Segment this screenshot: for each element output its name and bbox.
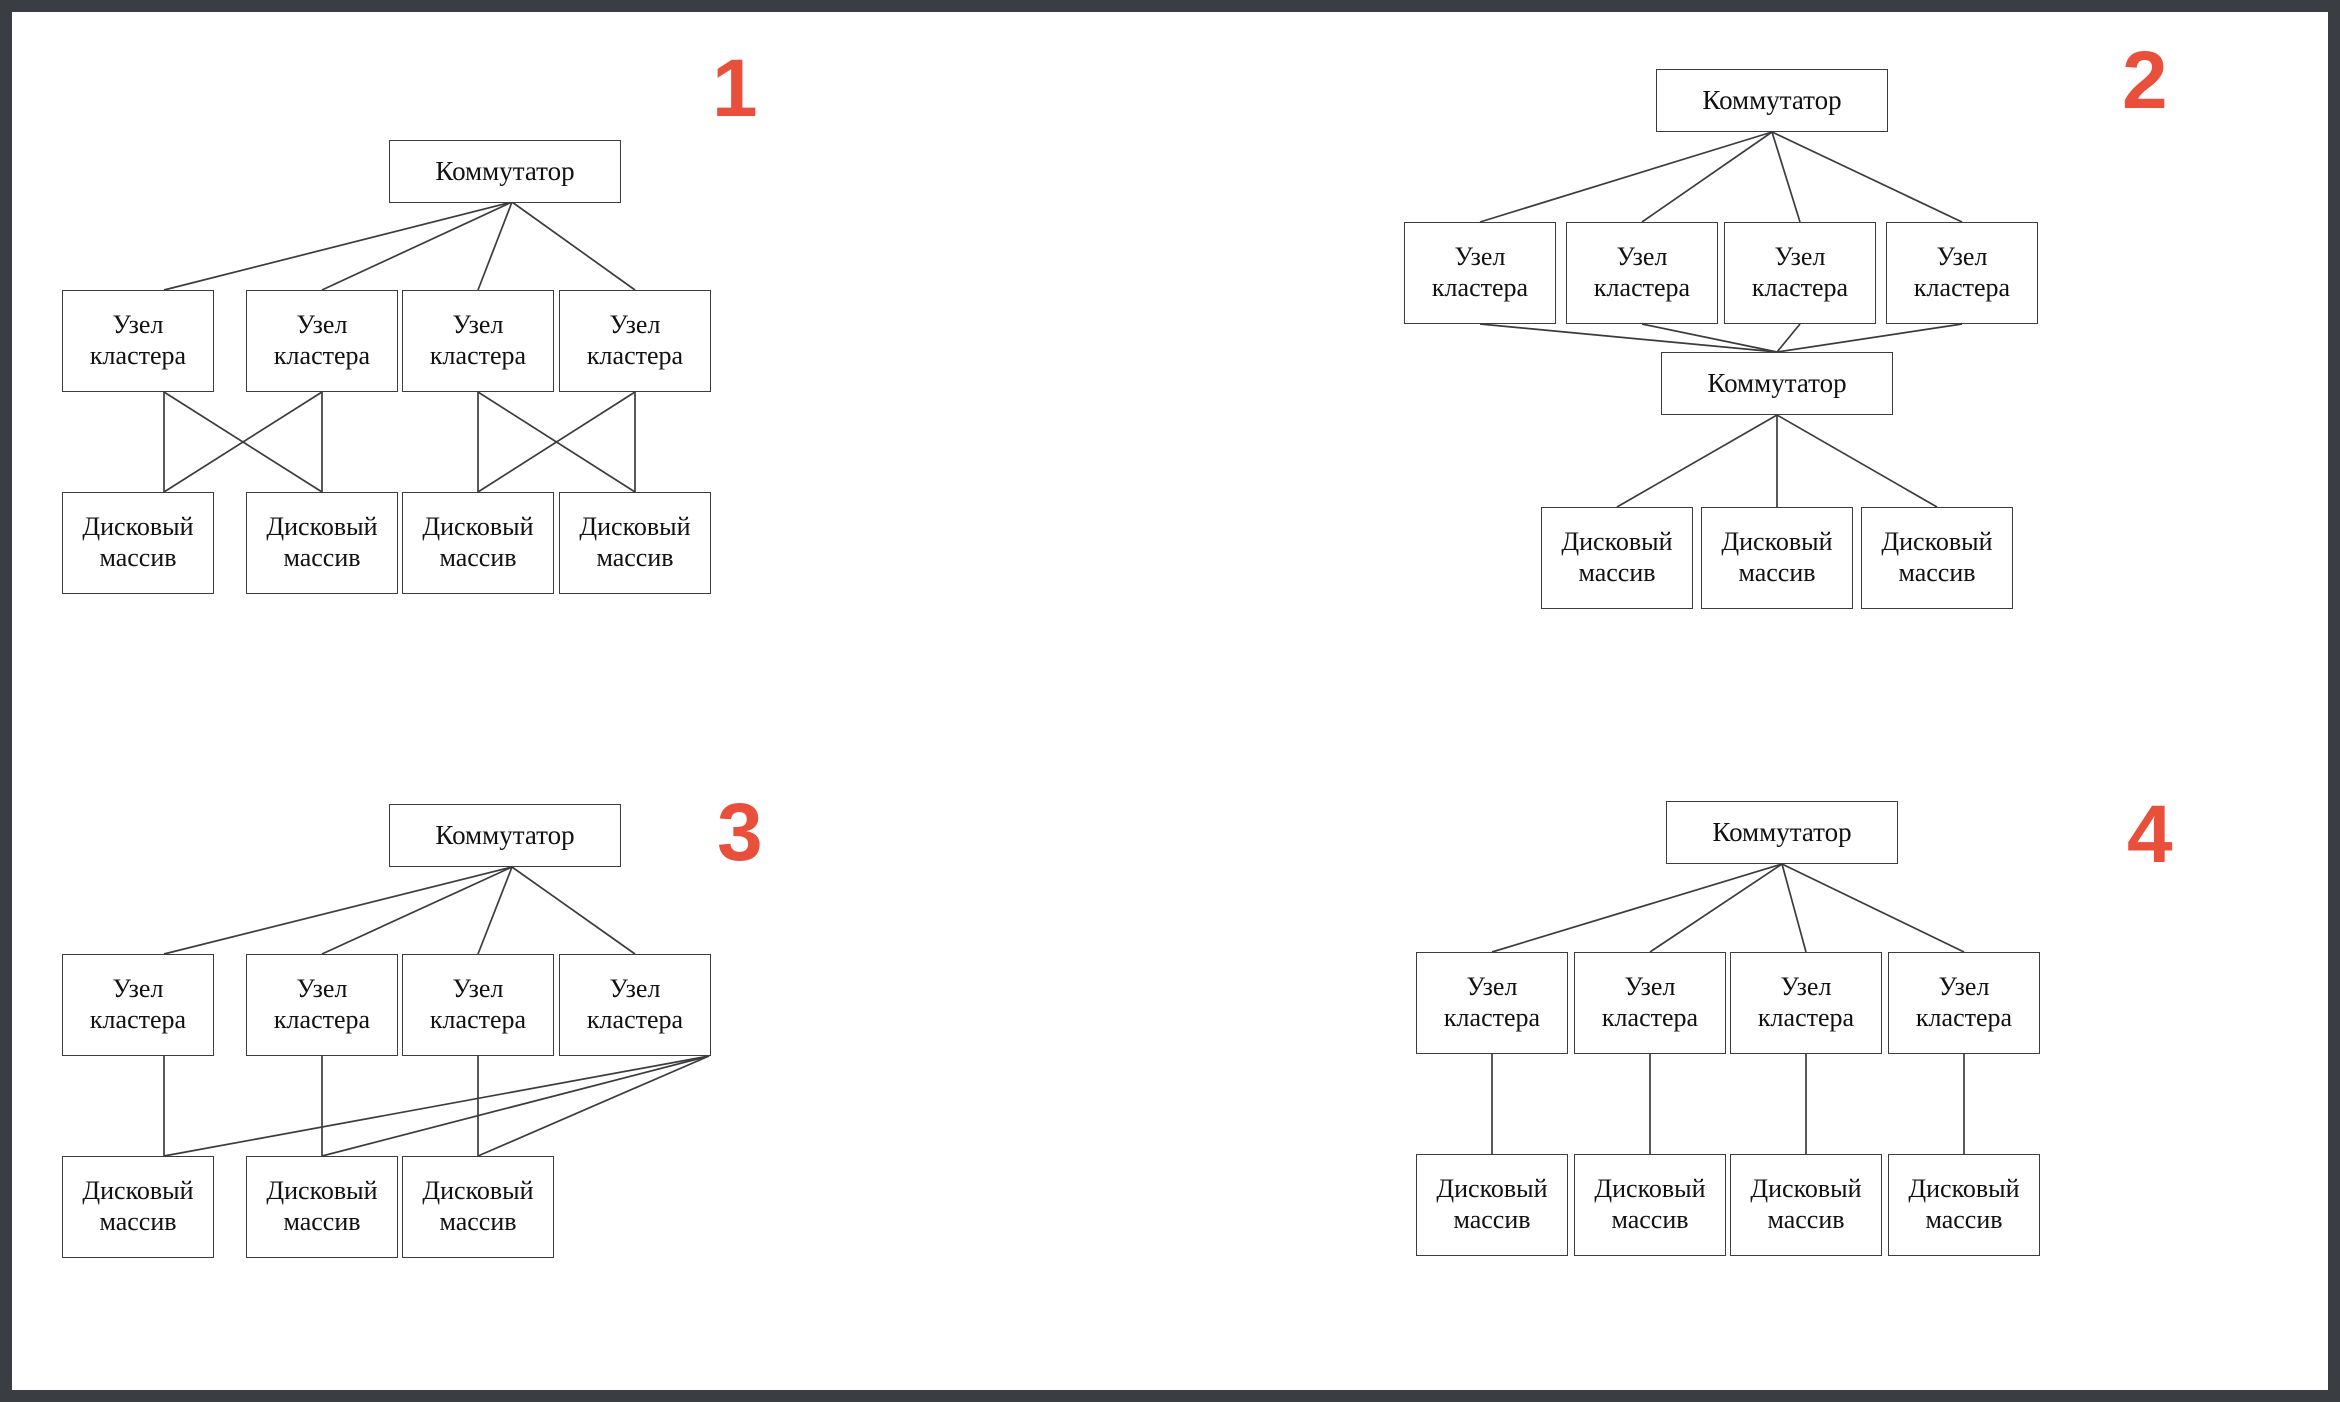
diagram-4-switch[interactable]: Коммутатор: [1666, 801, 1898, 864]
diagram-3-array-3[interactable]: Дисковый массив: [402, 1156, 554, 1258]
diagram-3-node-4[interactable]: Узел кластера: [559, 954, 711, 1056]
diagram-4-node-1[interactable]: Узел кластера: [1416, 952, 1568, 1054]
diagram-4-array-1[interactable]: Дисковый массив: [1416, 1154, 1568, 1256]
diagram-3-node-3[interactable]: Узел кластера: [402, 954, 554, 1056]
diagram-3: 3 Коммутатор Узел класт: [12, 722, 1112, 1390]
diagram-1-switch[interactable]: Коммутатор: [389, 140, 621, 203]
diagram-3-node-2[interactable]: Узел кластера: [246, 954, 398, 1056]
diagram-2-node-4[interactable]: Узел кластера: [1886, 222, 2038, 324]
diagram-1-number: 1: [712, 43, 758, 134]
diagram-4-array-2[interactable]: Дисковый массив: [1574, 1154, 1726, 1256]
diagram-2: 2 Коммутатор Узел: [1192, 12, 2328, 702]
diagram-3-node-1[interactable]: Узел кластера: [62, 954, 214, 1056]
diagram-3-switch[interactable]: Коммутатор: [389, 804, 621, 867]
diagram-page: 1 Коммутатор: [12, 12, 2328, 1390]
diagram-2-node-2[interactable]: Узел кластера: [1566, 222, 1718, 324]
diagram-4-array-3[interactable]: Дисковый массив: [1730, 1154, 1882, 1256]
diagram-3-array-2[interactable]: Дисковый массив: [246, 1156, 398, 1258]
diagram-2-switch-top[interactable]: Коммутатор: [1656, 69, 1888, 132]
diagram-1-node-1[interactable]: Узел кластера: [62, 290, 214, 392]
diagram-1-array-3[interactable]: Дисковый массив: [402, 492, 554, 594]
diagram-1-node-4[interactable]: Узел кластера: [559, 290, 711, 392]
diagram-2-array-1[interactable]: Дисковый массив: [1541, 507, 1693, 609]
diagram-4: 4 Коммутатор Узел кластера Узел: [1192, 722, 2328, 1390]
diagram-1-array-2[interactable]: Дисковый массив: [246, 492, 398, 594]
diagram-2-array-2[interactable]: Дисковый массив: [1701, 507, 1853, 609]
diagram-3-number: 3: [717, 787, 763, 878]
diagram-2-number: 2: [2122, 35, 2168, 126]
diagram-4-node-3[interactable]: Узел кластера: [1730, 952, 1882, 1054]
diagram-4-array-4[interactable]: Дисковый массив: [1888, 1154, 2040, 1256]
diagram-2-node-1[interactable]: Узел кластера: [1404, 222, 1556, 324]
diagram-1-node-2[interactable]: Узел кластера: [246, 290, 398, 392]
diagram-3-array-1[interactable]: Дисковый массив: [62, 1156, 214, 1258]
diagram-1-array-1[interactable]: Дисковый массив: [62, 492, 214, 594]
diagram-2-node-3[interactable]: Узел кластера: [1724, 222, 1876, 324]
diagram-1: 1 Коммутатор: [12, 12, 1112, 702]
diagram-2-switch-bottom[interactable]: Коммутатор: [1661, 352, 1893, 415]
diagram-1-node-3[interactable]: Узел кластера: [402, 290, 554, 392]
diagram-1-array-4[interactable]: Дисковый массив: [559, 492, 711, 594]
diagram-4-number: 4: [2127, 789, 2173, 880]
diagram-4-node-2[interactable]: Узел кластера: [1574, 952, 1726, 1054]
diagram-4-node-4[interactable]: Узел кластера: [1888, 952, 2040, 1054]
diagram-2-array-3[interactable]: Дисковый массив: [1861, 507, 2013, 609]
